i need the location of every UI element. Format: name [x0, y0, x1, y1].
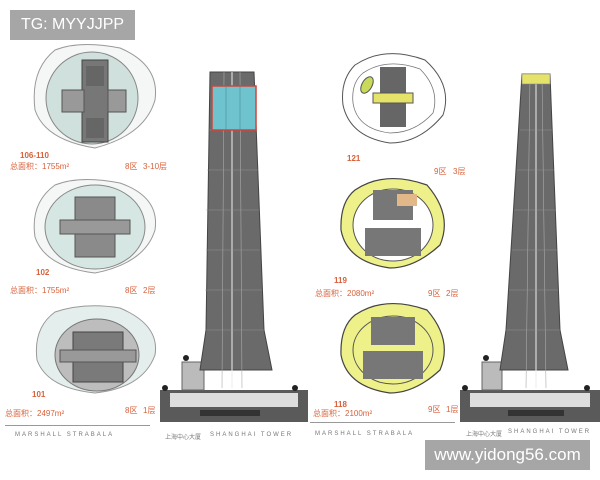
tower-elevation-left — [160, 71, 308, 422]
plan-id-118: 118 — [334, 400, 347, 409]
plan-zone-121: 9区 — [434, 167, 447, 176]
plan-area-106-110: 总面积：1755m² — [10, 162, 70, 171]
plan-floors-102: 2层 — [143, 286, 156, 295]
plan-id-102: 102 — [36, 268, 50, 277]
plan-area-118: 总面积：2100m² — [313, 409, 373, 418]
floor-plan-106-110 — [33, 43, 157, 149]
floor-plan-118 — [340, 302, 445, 394]
plan-zone-118: 9区 — [428, 405, 441, 414]
plan-id-106-110: 106-110 — [20, 151, 49, 160]
plan-id-101: 101 — [32, 390, 46, 399]
plan-floors-121: 3层 — [453, 167, 466, 176]
plan-zone-106-110: 8区 — [125, 162, 138, 171]
left-footer-rule — [5, 425, 150, 426]
right-footer-tower-cn: 上海中心大厦 — [466, 432, 503, 438]
left-footer-tower-en: SHANGHAI TOWER — [210, 432, 294, 438]
floor-plan-119 — [340, 177, 445, 269]
right-footer-tower-en: SHANGHAI TOWER — [508, 429, 592, 435]
plan-floors-118: 1层 — [446, 405, 459, 414]
left-footer-architect: MARSHALL STRABALA — [15, 432, 115, 438]
plan-id-121: 121 — [347, 154, 361, 163]
plan-id-119: 119 — [334, 276, 347, 285]
plan-area-102: 总面积：1755m² — [10, 286, 70, 295]
plan-floors-101: 1层 — [143, 406, 156, 415]
plan-area-119: 总面积：2080m² — [315, 289, 375, 298]
left-footer-tower-cn: 上海中心大厦 — [165, 435, 202, 441]
plan-zone-102: 8区 — [125, 286, 138, 295]
floor-plan-101 — [35, 305, 157, 394]
plan-zone-101: 8区 — [125, 406, 138, 415]
plan-floors-119: 2层 — [446, 289, 459, 298]
right-footer-rule — [310, 422, 455, 423]
floor-plan-121 — [342, 53, 447, 144]
tower-elevation-right — [460, 73, 600, 422]
plan-zone-119: 9区 — [428, 289, 441, 298]
floor-plan-102 — [33, 178, 157, 274]
right-footer-architect: MARSHALL STRABALA — [315, 431, 415, 437]
watermark-top: TG: MYYJJPP — [10, 10, 135, 40]
plan-floors-106-110: 3-10层 — [143, 162, 168, 171]
plan-area-101: 总面积：2497m² — [5, 409, 65, 418]
watermark-bottom: www.yidong56.com — [425, 440, 590, 470]
